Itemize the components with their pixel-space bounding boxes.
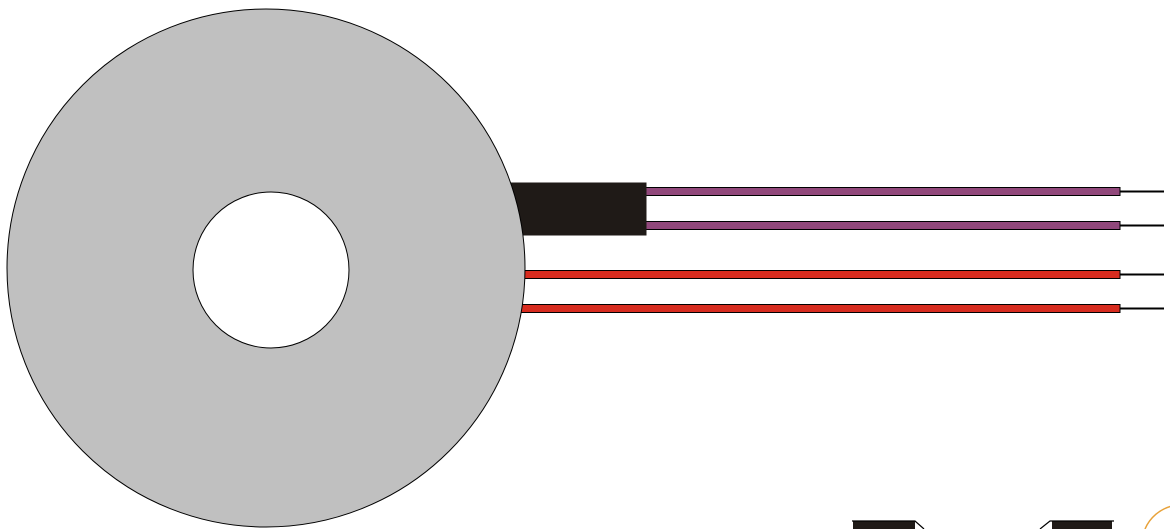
toroidal-core — [6, 8, 526, 528]
wire-insulation-purple-2 — [639, 221, 1121, 230]
partial-circle — [1144, 505, 1170, 529]
corner-fragments — [852, 505, 1170, 529]
partial-connector-left — [852, 520, 925, 529]
partial-connector-right — [1039, 520, 1114, 529]
lead-purple-2 — [639, 221, 1164, 230]
lead-red-1 — [509, 270, 1164, 279]
wire-insulation-red-2 — [509, 304, 1121, 313]
wire-insulation-purple-1 — [639, 187, 1121, 196]
core-center-hole — [192, 191, 350, 349]
lead-red-2 — [509, 304, 1164, 313]
wire-insulation-red-1 — [509, 270, 1121, 279]
lead-purple-1 — [639, 187, 1164, 196]
lead-sleeve — [504, 182, 647, 236]
